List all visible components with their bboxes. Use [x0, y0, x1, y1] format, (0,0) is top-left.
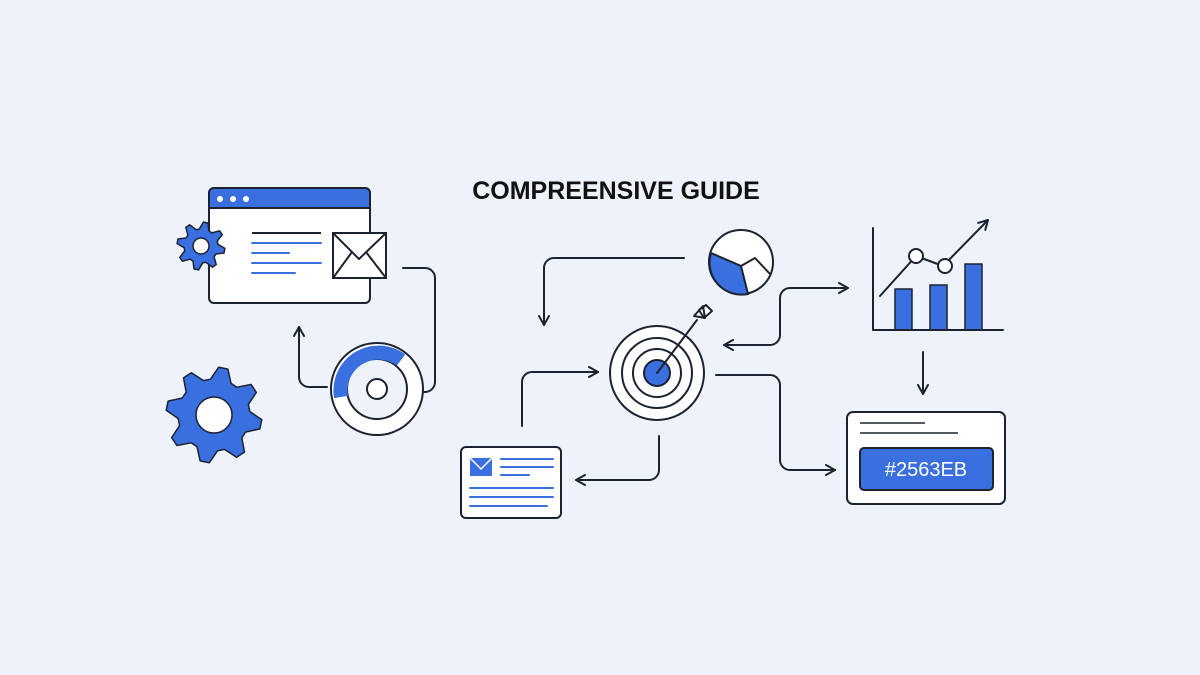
connector-arrow	[715, 374, 836, 476]
email-card-icon	[460, 446, 562, 519]
connector-arrow	[575, 435, 660, 486]
gear-icon	[165, 366, 263, 464]
donut-chart-icon	[330, 342, 424, 436]
connector-arrow	[293, 326, 328, 388]
envelope-icon	[332, 232, 387, 279]
color-swatch-label: #2563EB	[885, 459, 967, 481]
page-title: COMPREENSIVE GUIDE	[472, 177, 760, 205]
connector-arrow	[521, 372, 598, 427]
connector-arrow	[538, 257, 685, 326]
pie-chart-icon	[708, 229, 774, 296]
gear-icon	[176, 221, 226, 271]
bar-chart-icon	[872, 219, 1004, 331]
target-icon	[609, 304, 713, 421]
connector-arrow	[723, 287, 791, 351]
browser-window-icon	[208, 187, 371, 304]
color-swatch-button[interactable]: #2563EB	[859, 447, 994, 491]
connector-arrow	[402, 267, 436, 393]
